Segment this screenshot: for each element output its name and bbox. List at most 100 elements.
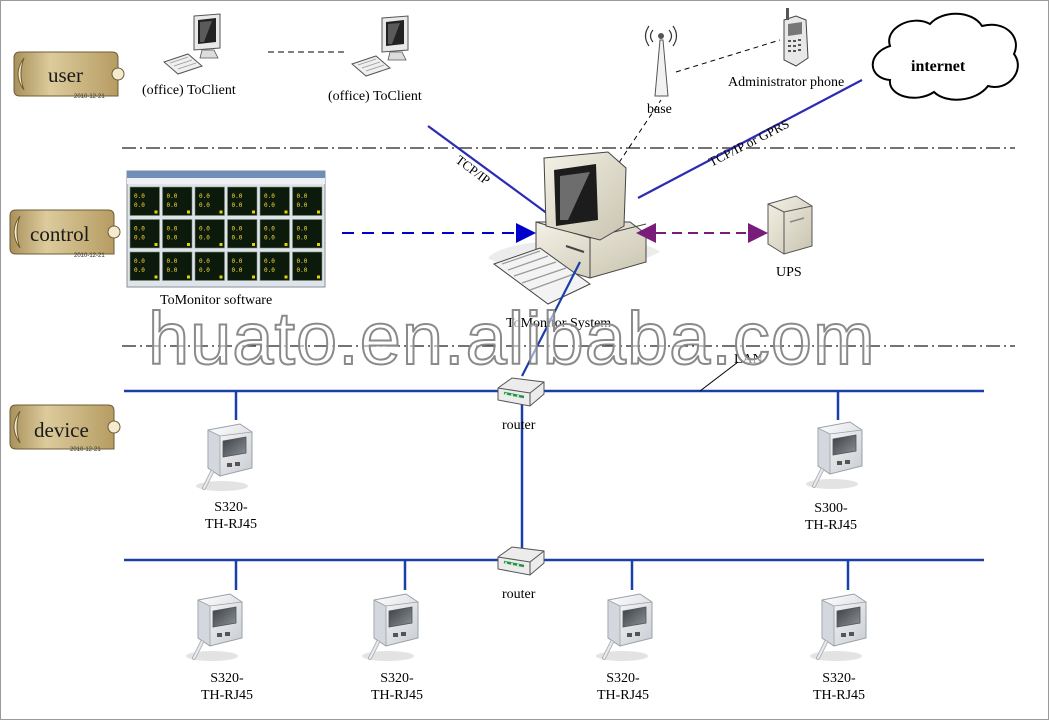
- base-label: base: [647, 102, 672, 117]
- software-panel-reading: 0.0: [297, 226, 308, 233]
- device-label: S320- TH-RJ45: [794, 670, 884, 704]
- software-panel-reading: 0.0: [264, 193, 275, 200]
- device-model-line2: TH-RJ45: [370, 688, 424, 703]
- software-panel-indicator: [317, 243, 320, 246]
- administrator-phone-icon: [783, 8, 809, 67]
- software-panel: 0.00.0: [129, 251, 160, 281]
- control-layer-label: control: [30, 222, 90, 246]
- watermark: huato.en.alibaba.com: [147, 296, 876, 381]
- software-panel-indicator: [187, 210, 190, 214]
- software-panel: 0.00.0: [227, 186, 258, 216]
- software-panel-indicator: [219, 210, 223, 214]
- software-panel-reading: 0.0: [232, 202, 243, 209]
- software-panel-reading: 0.0: [199, 235, 210, 242]
- software-panel-reading: 0.0: [232, 226, 243, 233]
- software-panel-reading: 0.0: [167, 267, 178, 274]
- client-computer-icon: [351, 15, 409, 77]
- software-panel: 0.00.0: [292, 251, 323, 281]
- device-layer-date: 2010-12-21: [70, 447, 101, 453]
- user-layer-label: user: [48, 63, 83, 87]
- software-panel-reading: 0.0: [199, 267, 210, 274]
- software-panel-reading: 0.0: [232, 258, 243, 265]
- client-computer-icon: [163, 13, 221, 75]
- device-model-line1: S320-: [822, 671, 856, 686]
- device-model-line1: S300-: [814, 501, 848, 516]
- software-panel-reading: 0.0: [297, 267, 308, 274]
- software-panel-reading: 0.0: [297, 202, 308, 209]
- system-router-link: [521, 261, 581, 377]
- software-panel-indicator: [317, 275, 320, 279]
- client-label: (office) ToClient: [142, 83, 236, 98]
- software-panel-reading: 0.0: [264, 235, 275, 242]
- software-panel-reading: 0.0: [264, 258, 275, 265]
- software-panel-indicator: [154, 275, 158, 279]
- device-model-line1: S320-: [214, 500, 248, 515]
- base-station-icon: [644, 25, 678, 97]
- device-label: S320- TH-RJ45: [352, 670, 442, 704]
- software-panel: 0.00.0: [194, 186, 225, 216]
- lan-label-pointer: [699, 361, 739, 392]
- software-panel-reading: 0.0: [134, 226, 145, 233]
- software-panel-indicator: [284, 243, 288, 246]
- software-panel-reading: 0.0: [232, 235, 243, 242]
- sensor-device-icon: [184, 592, 244, 663]
- tomonitor-system-label: ToMonitor System: [506, 316, 612, 331]
- lan-label: LAN: [734, 352, 763, 367]
- software-panel-reading: 0.0: [134, 258, 145, 265]
- software-panel: 0.00.0: [129, 219, 160, 249]
- software-panel-reading: 0.0: [134, 193, 145, 200]
- software-panel-reading: 0.0: [134, 235, 145, 242]
- tomonitor-software-screenshot: 0.00.00.00.00.00.00.00.00.00.00.00.00.00…: [126, 170, 326, 288]
- software-panel-reading: 0.0: [264, 226, 275, 233]
- software-panel-reading: 0.0: [199, 226, 210, 233]
- device-layer-label: device: [34, 418, 89, 442]
- device-model-line1: S320-: [606, 671, 640, 686]
- software-panel-reading: 0.0: [297, 235, 308, 242]
- software-panel: 0.00.0: [227, 219, 258, 249]
- software-panel-indicator: [252, 210, 255, 214]
- software-panel: 0.00.0: [259, 186, 290, 216]
- software-panel: 0.00.0: [129, 186, 160, 216]
- software-panel-indicator: [284, 210, 288, 214]
- software-panel-indicator: [317, 210, 320, 214]
- device-model-line1: S320-: [380, 671, 414, 686]
- software-panel: 0.00.0: [162, 186, 193, 216]
- device-model-line1: S320-: [210, 671, 244, 686]
- administrator-phone-label: Administrator phone: [728, 75, 845, 90]
- device-label: S320- TH-RJ45: [182, 670, 272, 704]
- device-model-line2: TH-RJ45: [596, 688, 650, 703]
- sensor-device-icon: [804, 420, 864, 491]
- device-drops: [234, 391, 850, 590]
- software-panel: 0.00.0: [292, 219, 323, 249]
- software-panel-reading: 0.0: [297, 258, 308, 265]
- device-model-line2: TH-RJ45: [204, 517, 258, 532]
- software-panel-indicator: [219, 275, 223, 279]
- ups-label: UPS: [776, 265, 802, 280]
- software-panel-indicator: [187, 243, 190, 246]
- internet-label: internet: [911, 58, 966, 75]
- control-layer-date: 2010-12-21: [74, 253, 105, 259]
- user-layer-date: 2010-12-21: [74, 94, 105, 100]
- software-panel: 0.00.0: [259, 219, 290, 249]
- software-panel-reading: 0.0: [199, 258, 210, 265]
- client-label: (office) ToClient: [328, 89, 422, 104]
- tomonitor-software-label: ToMonitor software: [160, 293, 273, 308]
- software-panel-reading: 0.0: [297, 193, 308, 200]
- software-panel-reading: 0.0: [167, 235, 178, 242]
- router-label: router: [502, 587, 536, 602]
- software-panel-indicator: [252, 243, 255, 246]
- device-label: S320- TH-RJ45: [578, 670, 668, 704]
- software-panel: 0.00.0: [194, 219, 225, 249]
- software-panel: 0.00.0: [162, 219, 193, 249]
- software-panel-indicator: [252, 275, 255, 279]
- router-label: router: [502, 418, 536, 433]
- software-panel: 0.00.0: [292, 186, 323, 216]
- ups-icon: [767, 195, 813, 255]
- internet-cloud: [871, 12, 1019, 101]
- software-panel-reading: 0.0: [134, 202, 145, 209]
- sensor-device-icon: [194, 422, 254, 493]
- base-phone-link: [675, 39, 781, 73]
- software-panel-reading: 0.0: [134, 267, 145, 274]
- software-panel-indicator: [154, 210, 158, 214]
